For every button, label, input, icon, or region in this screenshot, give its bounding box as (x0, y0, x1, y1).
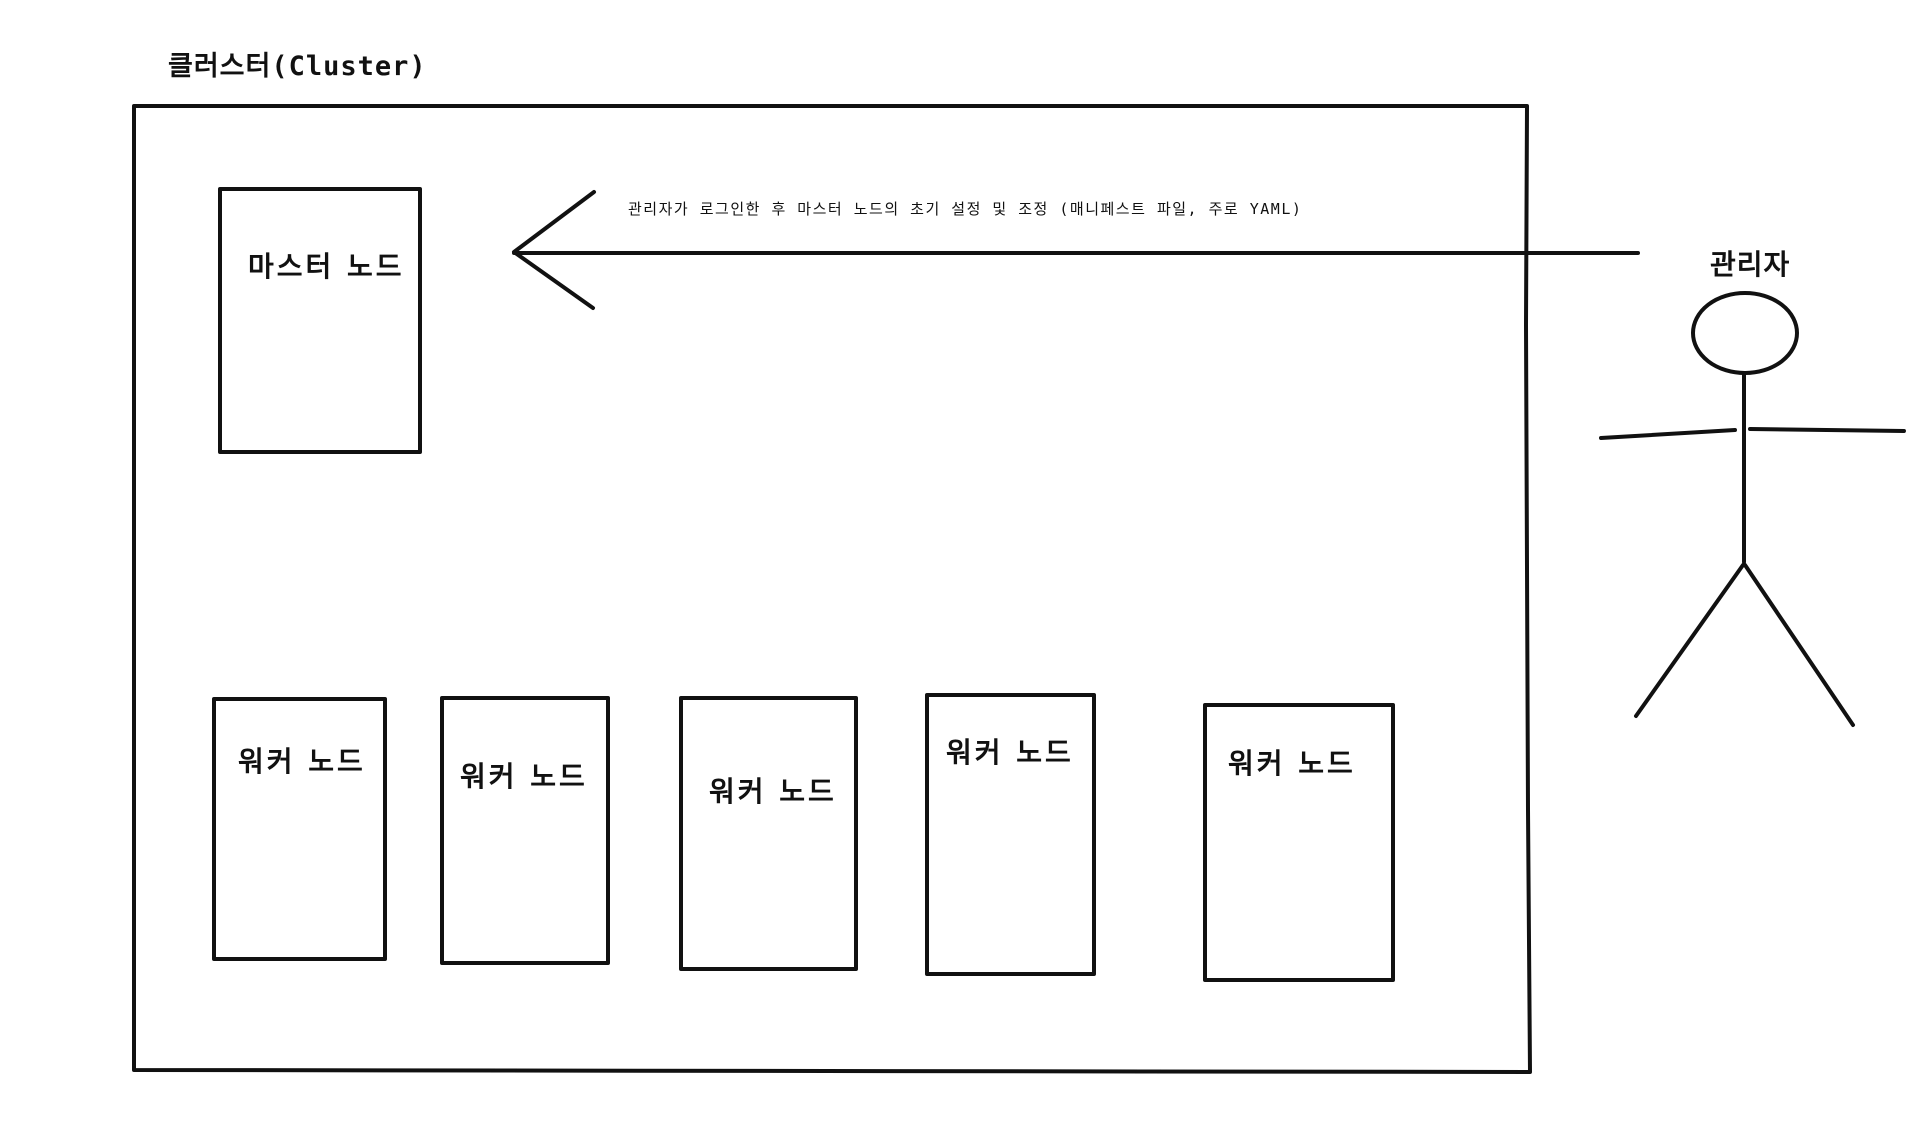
arrow-label: 관리자가 로그인한 후 마스터 노드의 초기 설정 및 조정 (매니페스트 파일… (628, 200, 1303, 218)
admin-leg-right (1743, 563, 1855, 727)
worker-node-box-4 (925, 693, 1096, 976)
admin-figure (1599, 291, 1906, 727)
master-node-label: 마스터 노드 (248, 250, 405, 283)
worker-node-label-3: 워커 노드 (709, 775, 837, 808)
cluster-boundary (132, 104, 1532, 1074)
master-node-box (218, 187, 422, 454)
admin-leg-left (1634, 563, 1745, 718)
admin-label: 관리자 (1710, 248, 1791, 281)
arrow-head (512, 190, 596, 310)
admin-arm-right (1748, 427, 1906, 433)
worker-node-box-5 (1203, 703, 1395, 982)
cluster-title: 클러스터(Cluster) (168, 51, 427, 82)
worker-node-box-1 (212, 697, 387, 961)
worker-node-label-2: 워커 노드 (460, 760, 588, 793)
admin-head (1691, 291, 1799, 375)
worker-node-box-3 (679, 696, 858, 971)
worker-node-label-5: 워커 노드 (1228, 747, 1356, 780)
worker-node-box-2 (440, 696, 610, 965)
worker-node-label-1: 워커 노드 (238, 745, 366, 778)
admin-arm-left (1599, 428, 1737, 440)
worker-node-label-4: 워커 노드 (946, 736, 1074, 769)
